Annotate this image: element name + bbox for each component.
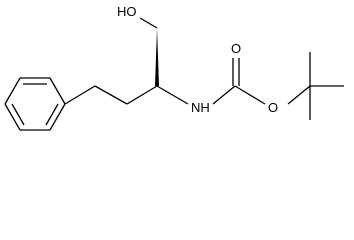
ring-bond <box>49 77 66 105</box>
ring-bond <box>4 77 21 105</box>
carbonyl-oxygen-label: O <box>231 41 241 56</box>
ring-bond <box>49 103 66 131</box>
chain-bond <box>94 85 128 105</box>
o-tbu-bond <box>287 85 311 105</box>
tert-butyl-group <box>309 52 344 120</box>
ring-double-bond <box>45 103 59 126</box>
ester-oxygen-label: O <box>268 100 278 115</box>
n-c-bond <box>212 85 236 105</box>
chain-bond <box>64 85 96 105</box>
ring-double-bond <box>11 103 25 126</box>
ch2-oh-bond <box>139 17 158 29</box>
ring-bond <box>4 103 21 131</box>
c-n-bond <box>156 85 189 105</box>
phenyl-ring <box>4 77 66 131</box>
chain-bond <box>126 85 158 105</box>
wedge-bond <box>155 28 159 86</box>
amine-label: NH <box>191 100 210 115</box>
molecule-diagram: HO NH O O <box>4 4 344 131</box>
carbon-chain <box>64 17 189 105</box>
structural-formula: HO NH O O <box>4 4 344 131</box>
hydroxyl-label: HO <box>117 4 137 19</box>
carbamate-group <box>212 58 311 105</box>
c-o-bond <box>234 85 266 105</box>
